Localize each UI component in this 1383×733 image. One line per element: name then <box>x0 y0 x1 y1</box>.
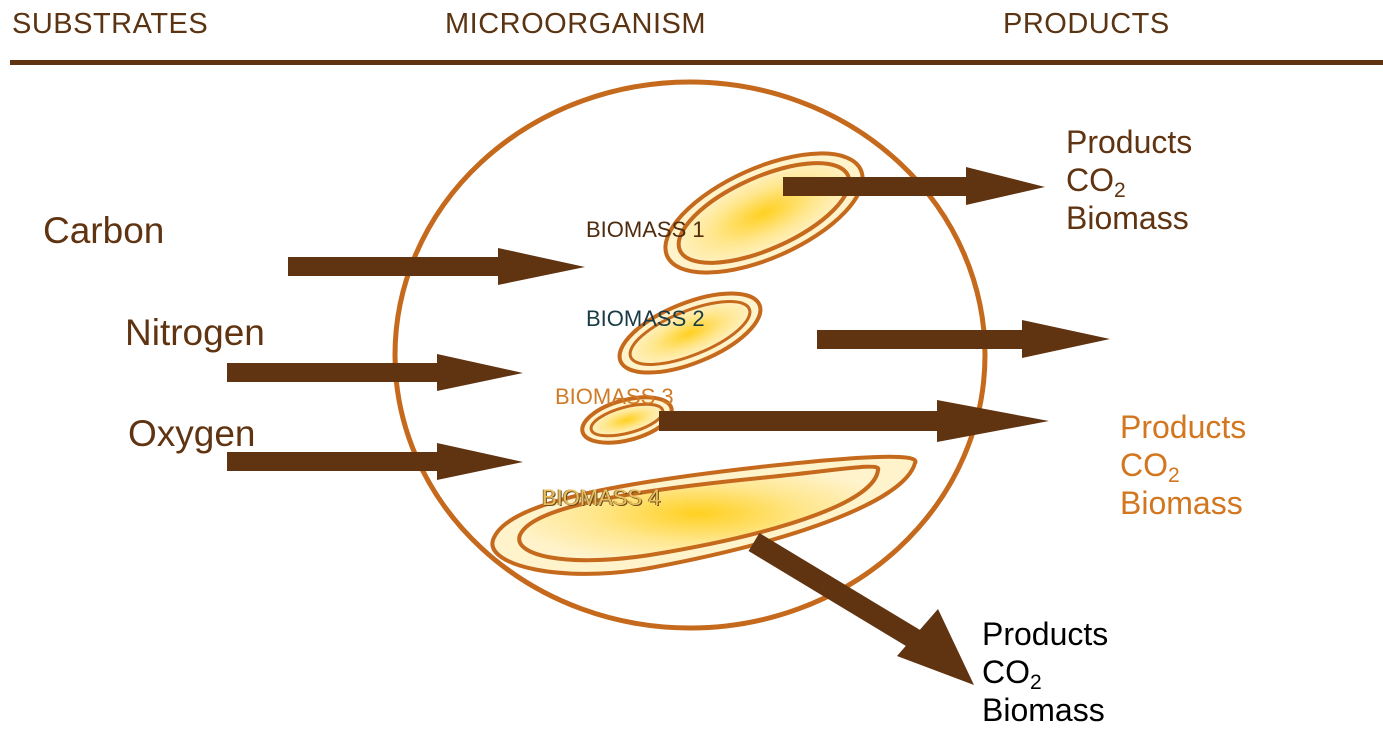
output-3-biomass: Biomass <box>982 691 1108 729</box>
output-group-3: Products CO2 Biomass <box>982 615 1108 729</box>
output-1-co2-main: CO <box>1066 162 1114 198</box>
output-1-products: Products <box>1066 123 1192 161</box>
biomass-2-blob <box>609 277 771 389</box>
output-3-products: Products <box>982 615 1108 653</box>
output-1-biomass: Biomass <box>1066 199 1192 237</box>
nitrogen-arrow <box>227 354 523 391</box>
products-arrow-2 <box>817 320 1110 358</box>
biomass-3-label: BIOMASS 3 <box>555 384 674 410</box>
biomass-4-blob <box>492 457 915 574</box>
output-2-products: Products <box>1120 408 1246 446</box>
output-3-co2: CO2 <box>982 653 1108 691</box>
output-3-co2-main: CO <box>982 654 1030 690</box>
output-1-co2: CO2 <box>1066 161 1192 199</box>
products-arrow-3 <box>659 400 1049 442</box>
biomass-2-label: BIOMASS 2 <box>586 306 705 332</box>
output-group-1: Products CO2 Biomass <box>1066 123 1192 237</box>
substrate-carbon: Carbon <box>43 210 164 252</box>
substrate-oxygen: Oxygen <box>128 413 256 455</box>
biomass-1-label: BIOMASS 1 <box>586 217 705 243</box>
carbon-arrow <box>288 248 585 285</box>
output-group-2: Products CO2 Biomass <box>1120 408 1246 522</box>
output-2-co2: CO2 <box>1120 446 1246 484</box>
substrate-nitrogen: Nitrogen <box>125 312 265 354</box>
biomass-4-label: BIOMASS 4 <box>542 485 661 511</box>
output-2-biomass: Biomass <box>1120 484 1246 522</box>
biomass-1-blob <box>649 129 879 297</box>
output-2-co2-main: CO <box>1120 447 1168 483</box>
oxygen-arrow <box>227 443 523 480</box>
